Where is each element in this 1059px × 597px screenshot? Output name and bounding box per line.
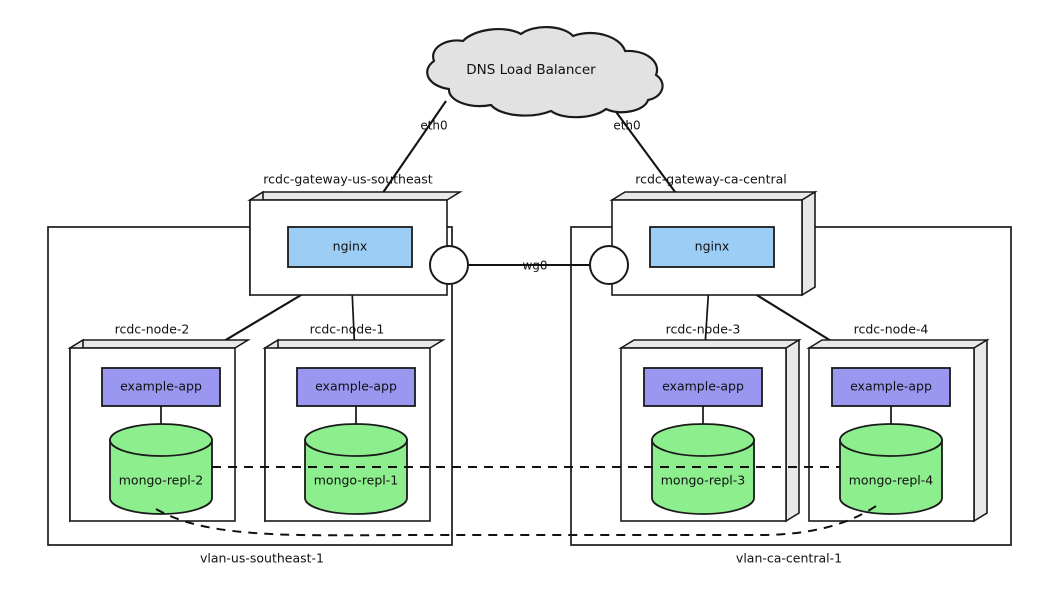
vlan-us-label: vlan-us-southeast-1 [200, 551, 324, 566]
node-rcdc-node-4[interactable]: rcdc-node-4 example-app mongo-repl-4 [806, 322, 990, 523]
service-nginx-us-label: nginx [333, 239, 368, 254]
node-2-label: rcdc-node-2 [115, 322, 190, 337]
vlan-ca-label: vlan-ca-central-1 [736, 551, 842, 566]
dns-load-balancer-cloud: DNS Load Balancer [426, 26, 664, 119]
service-nginx-us[interactable] [287, 226, 413, 268]
node-rcdc-node-3[interactable]: rcdc-node-3 example-app mongo-repl-3 [618, 322, 802, 523]
service-nginx-ca[interactable] [649, 226, 775, 268]
node-1-label: rcdc-node-1 [310, 322, 385, 337]
node-rcdc-node-1[interactable]: rcdc-node-1 example-app mongo-repl-1 [262, 322, 446, 523]
gateway-ca-label: rcdc-gateway-ca-central [635, 172, 787, 187]
node-2-app-box[interactable] [101, 367, 221, 407]
node-rcdc-node-2[interactable]: rcdc-node-2 example-app mongo-repl-2 [67, 322, 251, 523]
node-4-db-cylinder[interactable]: mongo-repl-4 [839, 423, 943, 515]
node-1-db-cylinder[interactable]: mongo-repl-1 [304, 423, 408, 515]
eth0-label-right: eth0 [613, 119, 640, 133]
node-4-app-label: example-app [850, 379, 932, 394]
cloud-label: DNS Load Balancer [466, 62, 596, 78]
wg0-interface-us[interactable] [429, 245, 469, 285]
node-3-db-label: mongo-repl-3 [661, 473, 746, 488]
node-1-app-box[interactable] [296, 367, 416, 407]
gateway-us-label: rcdc-gateway-us-southeast [263, 172, 433, 187]
node-3-db-cylinder[interactable]: mongo-repl-3 [651, 423, 755, 515]
wg0-label: wg0 [522, 259, 547, 273]
node-4-app-box[interactable] [831, 367, 951, 407]
eth0-label-left: eth0 [420, 119, 447, 133]
gateway-us-southeast[interactable]: rcdc-gateway-us-southeast nginx [247, 172, 463, 297]
node-4-label: rcdc-node-4 [854, 322, 929, 337]
node-1-app-label: example-app [315, 379, 397, 394]
node-4-db-label: mongo-repl-4 [849, 473, 934, 488]
gateway-ca-central[interactable]: rcdc-gateway-ca-central nginx [609, 172, 818, 297]
mongo-replication-lower [155, 505, 877, 537]
node-2-db-label: mongo-repl-2 [119, 473, 204, 488]
node-3-app-box[interactable] [643, 367, 763, 407]
node-2-db-cylinder[interactable]: mongo-repl-2 [109, 423, 213, 515]
node-2-app-label: example-app [120, 379, 202, 394]
node-3-app-label: example-app [662, 379, 744, 394]
node-3-label: rcdc-node-3 [666, 322, 741, 337]
service-nginx-ca-label: nginx [695, 239, 730, 254]
node-1-db-label: mongo-repl-1 [314, 473, 399, 488]
wg0-interface-ca[interactable] [589, 245, 629, 285]
